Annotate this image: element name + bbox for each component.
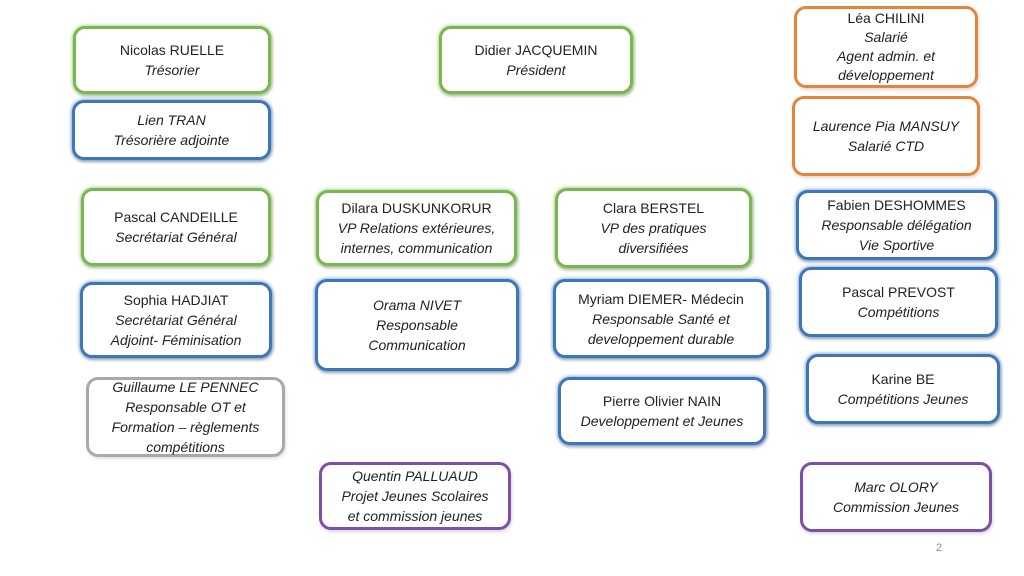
member-role: Trésorier bbox=[144, 62, 200, 78]
member-role: Salarié CTD bbox=[847, 138, 925, 154]
member-name: Didier JACQUEMIN bbox=[474, 42, 598, 58]
member-name: Sophia HADJIAT bbox=[123, 292, 229, 308]
member-card-didier-jacquemin: Didier JACQUEMIN Président bbox=[439, 26, 633, 94]
member-card-pascal-prevost: Pascal PREVOST Compétitions bbox=[799, 267, 998, 337]
member-role: diversifiées bbox=[618, 240, 689, 256]
member-role: Secrétariat Général bbox=[115, 312, 237, 328]
member-card-pierre-olivier-nain: Pierre Olivier NAIN Developpement et Jeu… bbox=[558, 377, 766, 445]
member-name: Laurence Pia MANSUY bbox=[812, 118, 960, 134]
member-role: Président bbox=[506, 62, 566, 78]
member-name: Pascal PREVOST bbox=[842, 284, 955, 300]
member-role: VP Relations extérieures, bbox=[337, 220, 496, 236]
member-name: Pascal CANDEILLE bbox=[114, 209, 238, 225]
member-role: Compétitions bbox=[857, 304, 940, 320]
member-role: Salarié bbox=[864, 29, 908, 45]
member-role: compétitions bbox=[146, 439, 225, 455]
member-card-fabien-deshommes: Fabien DESHOMMES Responsable délégation … bbox=[796, 190, 997, 260]
member-card-pascal-candeille: Pascal CANDEILLE Secrétariat Général bbox=[81, 188, 271, 266]
member-role: Responsable OT et bbox=[125, 399, 246, 415]
member-name: Léa CHILINI bbox=[847, 10, 925, 26]
member-role: Communication bbox=[368, 337, 466, 353]
member-card-clara-berstel: Clara BERSTEL VP des pratiques diversifi… bbox=[555, 188, 752, 268]
member-role: Commission Jeunes bbox=[832, 499, 960, 515]
member-card-dilara-duskunkorur: Dilara DUSKUNKORUR VP Relations extérieu… bbox=[316, 190, 517, 266]
member-card-nicolas-ruelle: Nicolas RUELLE Trésorier bbox=[73, 26, 271, 94]
member-name: Karine BE bbox=[871, 371, 935, 387]
member-role: Secrétariat Général bbox=[115, 229, 237, 245]
member-role: Responsable Santé et bbox=[592, 310, 730, 327]
member-role: Vie Sportive bbox=[858, 237, 935, 253]
member-card-lea-chilini: Léa CHILINI Salarié Agent admin. et déve… bbox=[794, 6, 978, 88]
member-role: Developpement et Jeunes bbox=[580, 413, 744, 429]
page-number: 2 bbox=[936, 542, 943, 554]
member-name: Dilara DUSKUNKORUR bbox=[341, 200, 492, 216]
member-name: Marc OLORY bbox=[854, 479, 938, 495]
member-name: Pierre Olivier NAIN bbox=[602, 393, 722, 409]
member-name: Nicolas RUELLE bbox=[119, 42, 225, 58]
member-card-laurence-pia-mansuy: Laurence Pia MANSUY Salarié CTD bbox=[792, 96, 980, 176]
member-role: développement bbox=[838, 67, 934, 83]
member-role: et commission jeunes bbox=[347, 508, 483, 524]
member-card-sophia-hadjiat: Sophia HADJIAT Secrétariat Général Adjoi… bbox=[80, 282, 272, 358]
member-name: Guillaume LE PENNEC bbox=[112, 379, 259, 395]
member-role: Trésorière adjointe bbox=[113, 132, 230, 148]
member-role: internes, communication bbox=[340, 240, 493, 256]
member-card-guillaume-le-pennec: Guillaume LE PENNEC Responsable OT et Fo… bbox=[86, 377, 285, 457]
member-role: Formation – règlements bbox=[111, 419, 260, 435]
member-name: Clara BERSTEL bbox=[602, 200, 705, 216]
member-card-quentin-palluaud: Quentin PALLUAUD Projet Jeunes Scolaires… bbox=[319, 462, 511, 530]
member-card-lien-tran: Lien TRAN Trésorière adjointe bbox=[72, 100, 271, 160]
member-name: Fabien DESHOMMES bbox=[827, 197, 966, 213]
member-name: Quentin PALLUAUD bbox=[352, 468, 478, 484]
member-role: Adjoint- Féminisation bbox=[110, 332, 242, 348]
member-role: Responsable bbox=[376, 317, 458, 333]
member-card-myriam-diemer: Myriam DIEMER- Médecin Responsable Santé… bbox=[553, 279, 769, 358]
member-role: Compétitions Jeunes bbox=[837, 391, 969, 407]
member-role: VP des pratiques bbox=[600, 220, 707, 236]
member-role: Projet Jeunes Scolaires bbox=[341, 488, 489, 504]
member-name: Myriam DIEMER- Médecin bbox=[578, 290, 744, 307]
member-name: Orama NIVET bbox=[373, 297, 461, 313]
member-role: Agent admin. et bbox=[836, 48, 936, 64]
member-card-marc-olory: Marc OLORY Commission Jeunes bbox=[800, 462, 992, 532]
member-card-karine-be: Karine BE Compétitions Jeunes bbox=[806, 354, 1000, 424]
member-card-orama-nivet: Orama NIVET Responsable Communication bbox=[315, 279, 519, 371]
member-name: Lien TRAN bbox=[137, 112, 206, 128]
member-role: developpement durable bbox=[587, 330, 735, 347]
member-role: Responsable délégation bbox=[821, 217, 972, 233]
